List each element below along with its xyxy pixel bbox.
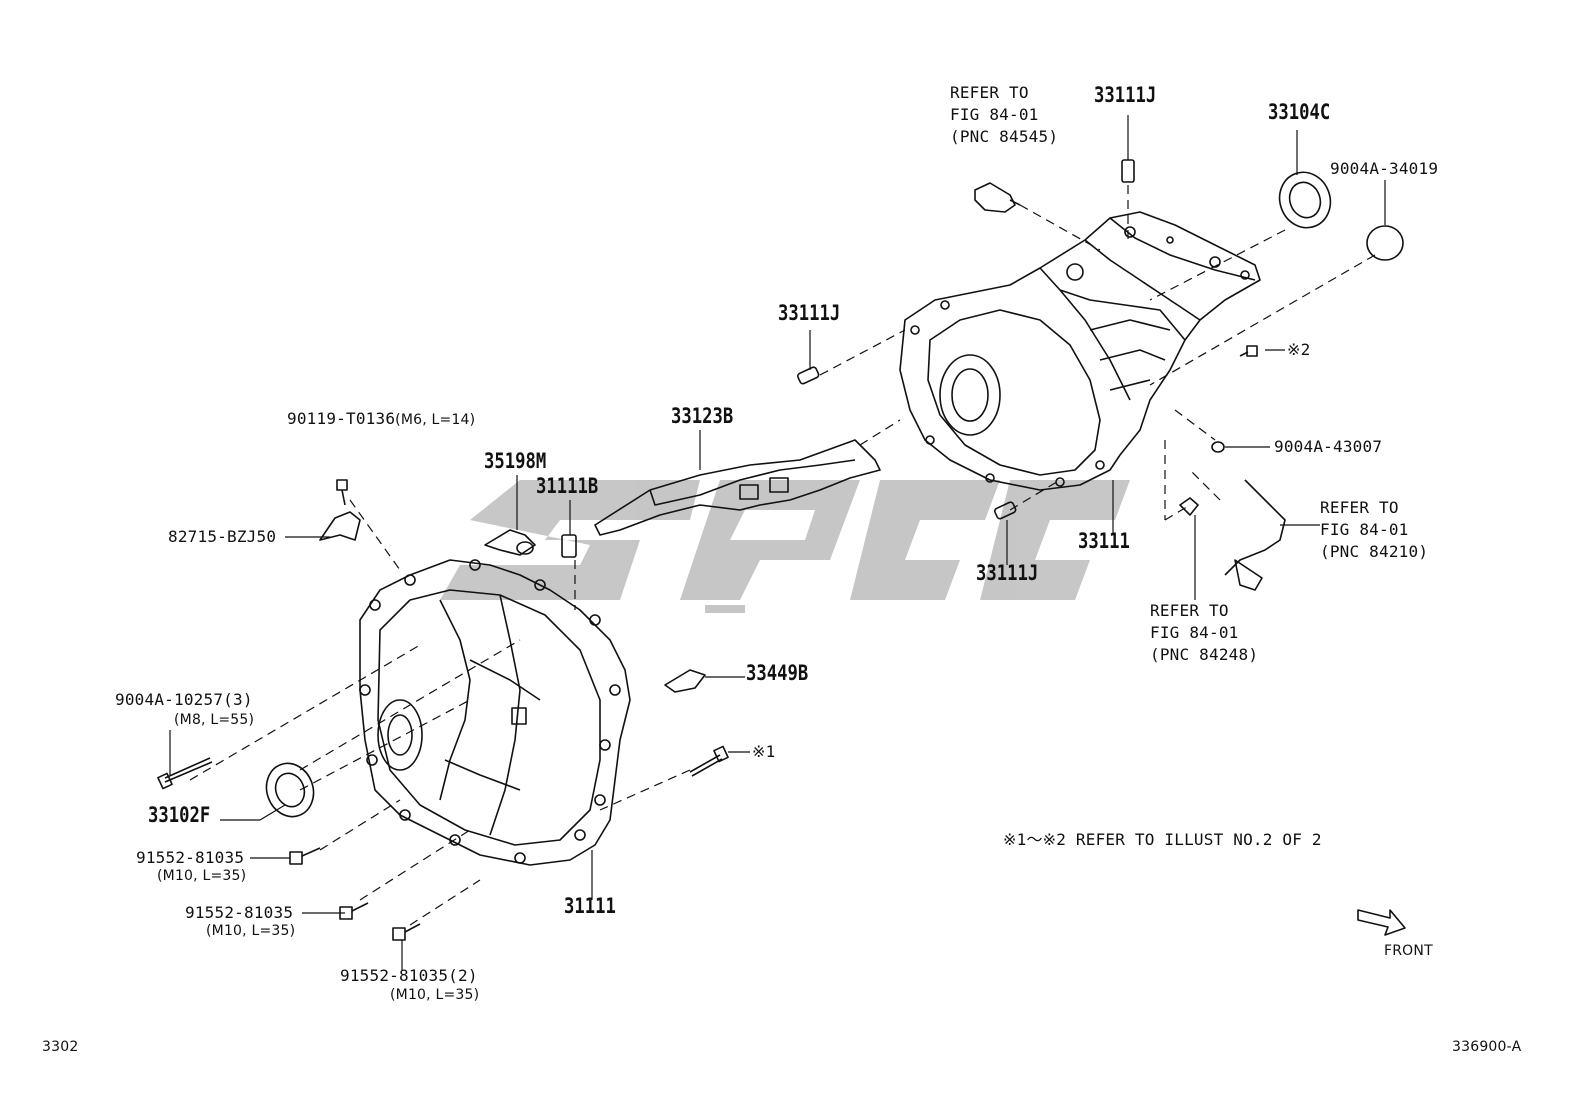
- part-spec-9004a-10257: (M8, L=55): [174, 712, 255, 728]
- part-number: 90119-T0136: [287, 409, 396, 428]
- note-refer-illust: ※1～※2 REFER TO ILLUST NO.2 OF 2: [1003, 830, 1322, 849]
- ref-line: (PNC 84545): [950, 127, 1059, 146]
- part-label-33449b: 33449B: [746, 661, 809, 685]
- ref-line: (PNC 84210): [1320, 542, 1429, 561]
- ref-line: FIG 84-01: [950, 105, 1039, 124]
- part-label-33111j: 33111J: [1094, 83, 1157, 107]
- oil-seals: [265, 171, 1404, 818]
- front-case-housing: [359, 559, 631, 866]
- ref-line: (PNC 84248): [1150, 645, 1259, 664]
- ref-label-84545: REFER TO FIG 84-01 (PNC 84545): [950, 82, 1058, 148]
- part-spec-91552-81035: (M10, L=35): [206, 923, 296, 939]
- pins: [561, 159, 1135, 558]
- note-marker-2: ※2: [1287, 340, 1311, 359]
- part-label-33111: 33111: [1078, 529, 1130, 553]
- ref-line: FIG 84-01: [1320, 520, 1409, 539]
- rear-case-housing: [899, 211, 1261, 491]
- part-label-82715-bzj50: 82715-BZJ50: [168, 527, 277, 546]
- part-label-9004a-43007: 9004A-43007: [1274, 437, 1383, 456]
- part-label-33104c: 33104C: [1268, 100, 1331, 124]
- label-leaders: [169, 115, 1386, 970]
- front-label: FRONT: [1384, 943, 1433, 959]
- footer-figure-code: 3302: [42, 1039, 79, 1055]
- ref-line: REFER TO: [1150, 601, 1229, 620]
- part-label-9004a-34019: 9004A-34019: [1330, 159, 1439, 178]
- part-label-33102f: 33102F: [148, 803, 211, 827]
- part-label-33111j: 33111J: [778, 301, 841, 325]
- leader-lines: [189, 185, 1376, 926]
- ref-line: REFER TO: [950, 83, 1029, 102]
- part-label-35198m: 35198M: [484, 449, 547, 473]
- part-label-31111: 31111: [564, 894, 616, 918]
- footer-illustration-id: 336900-A: [1452, 1039, 1522, 1055]
- note-marker-1: ※1: [752, 742, 776, 761]
- part-label-9004a-10257: 9004A-10257(3): [115, 690, 253, 709]
- part-label-91552-81035: 91552-81035: [185, 903, 294, 922]
- part-label-33111j: 33111J: [976, 561, 1039, 585]
- part-label-91552-81035-2: 91552-81035(2): [340, 966, 478, 985]
- part-spec-91552-81035-2: (M10, L=35): [390, 987, 480, 1003]
- front-arrow-icon: [1357, 909, 1406, 936]
- bolts: [157, 345, 1258, 941]
- part-label-90119-t0136: 90119-T0136(M6, L=14): [287, 409, 475, 430]
- ref-line: FIG 84-01: [1150, 623, 1239, 642]
- small-parts: [319, 441, 1286, 693]
- ref-label-84210: REFER TO FIG 84-01 (PNC 84210): [1320, 497, 1428, 563]
- part-spec-91552-81035: (M10, L=35): [157, 868, 247, 884]
- part-label-33123b: 33123B: [671, 404, 734, 428]
- ref-label-84248: REFER TO FIG 84-01 (PNC 84248): [1150, 600, 1258, 666]
- shift-plate-33123b: [594, 439, 881, 536]
- part-label-91552-81035: 91552-81035: [136, 848, 245, 867]
- switch-sensor-84545: [974, 182, 1021, 213]
- part-spec: (M6, L=14): [395, 412, 476, 428]
- ref-line: REFER TO: [1320, 498, 1399, 517]
- part-label-31111b: 31111B: [536, 474, 599, 498]
